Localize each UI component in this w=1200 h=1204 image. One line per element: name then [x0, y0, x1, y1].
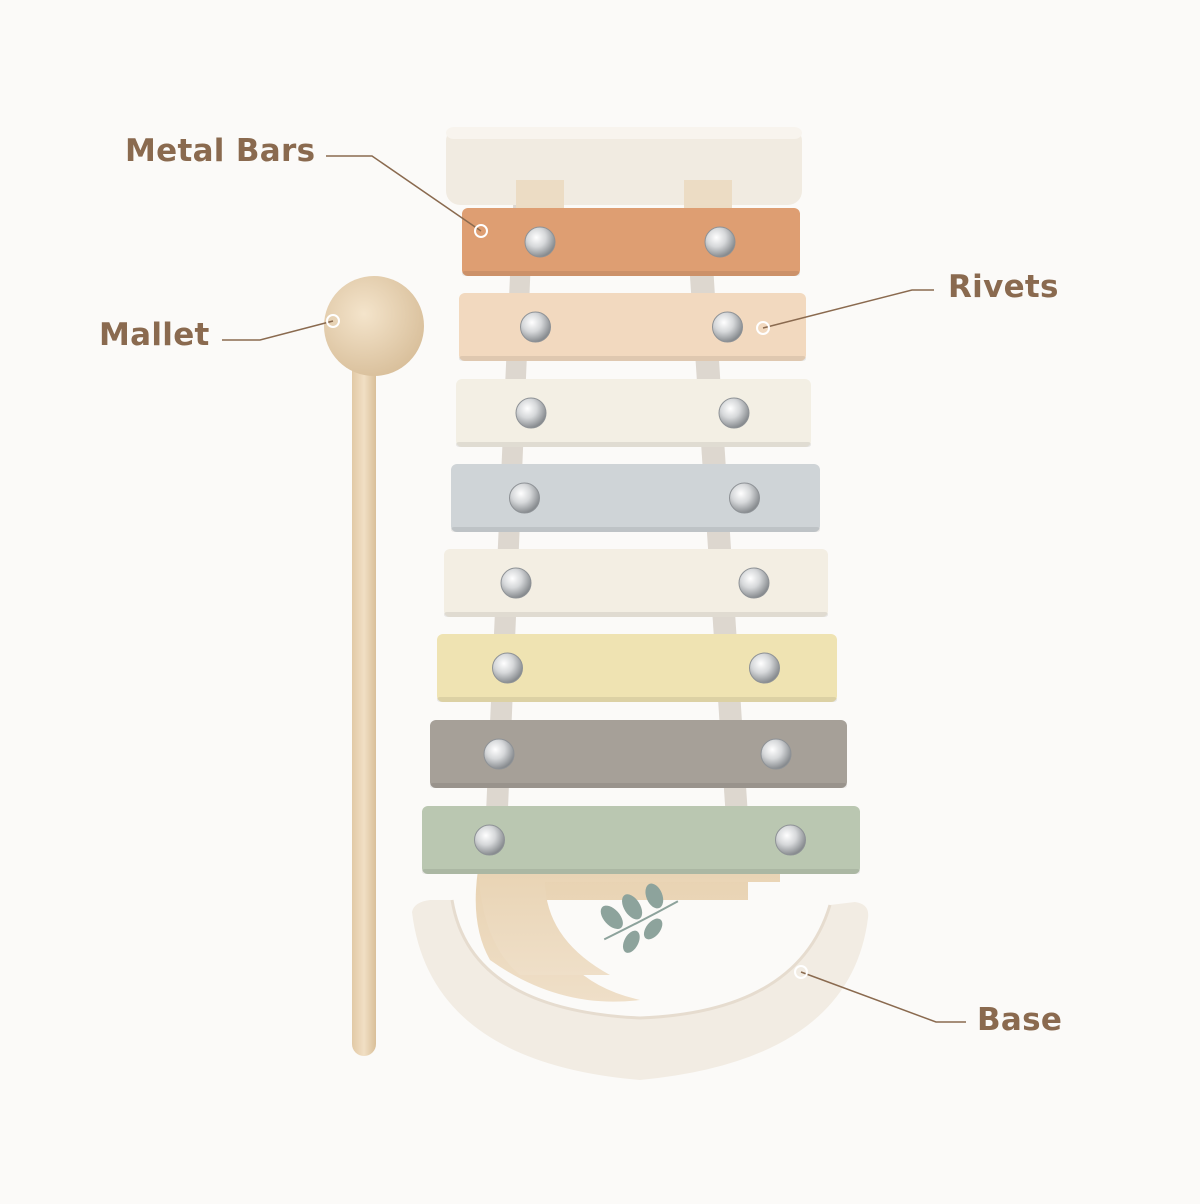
leader-line-rivets — [762, 289, 934, 329]
rivet-3-right — [718, 397, 750, 429]
bar-sage — [422, 806, 860, 874]
bar-yellow-edge — [437, 697, 837, 702]
rivet-5-left — [500, 567, 532, 599]
mallet-head — [324, 276, 424, 376]
rivet-2-left — [520, 311, 551, 343]
leader-dot-metal-bars — [474, 224, 488, 238]
leader-lines — [222, 155, 966, 1023]
bar-gray-blue-edge — [451, 527, 820, 532]
label-base: Base — [977, 1002, 1063, 1038]
leader-dot-base — [794, 965, 808, 979]
rivet-4-right — [729, 482, 760, 514]
mallet-stick — [352, 350, 376, 1056]
rivet-1-right — [704, 226, 736, 258]
label-metal-bars: Metal Bars — [125, 133, 316, 169]
rivet-6-left — [492, 652, 523, 684]
leader-line-mallet — [222, 320, 334, 341]
leader-dot-rivets — [756, 321, 770, 335]
rivet-2-right — [712, 311, 743, 343]
bar-orange — [462, 208, 800, 276]
rivet-7-right — [760, 738, 792, 770]
label-rivets: Rivets — [948, 269, 1059, 305]
rivet-6-right — [749, 652, 780, 684]
metal-bars — [422, 208, 860, 874]
bar-peach — [459, 293, 806, 361]
rivet-3-left — [515, 397, 547, 429]
bar-ivory-edge — [444, 612, 828, 617]
rivet-1-left — [524, 226, 556, 258]
bar-cream — [456, 379, 811, 447]
leaf-icon — [600, 883, 679, 953]
leader-line-base — [800, 971, 966, 1023]
bar-taupe-edge — [430, 783, 847, 788]
bar-taupe — [430, 720, 847, 788]
leader-line-metal-bars — [326, 155, 482, 232]
bar-gray-blue — [451, 464, 820, 532]
rivet-4-left — [509, 482, 540, 514]
bar-ivory — [444, 549, 828, 617]
label-mallet: Mallet — [99, 317, 210, 353]
bar-yellow — [437, 634, 837, 702]
bar-orange-edge — [462, 271, 800, 276]
mallet — [324, 276, 424, 1056]
leader-dot-mallet — [326, 314, 340, 328]
bar-peach-edge — [459, 356, 806, 361]
base — [412, 900, 869, 1080]
rivet-8-right — [775, 824, 806, 856]
bar-cream-edge — [456, 442, 811, 447]
rivet-7-left — [483, 738, 515, 770]
rivet-8-left — [474, 824, 505, 856]
rivet-5-right — [738, 567, 770, 599]
bar-sage-edge — [422, 869, 860, 874]
